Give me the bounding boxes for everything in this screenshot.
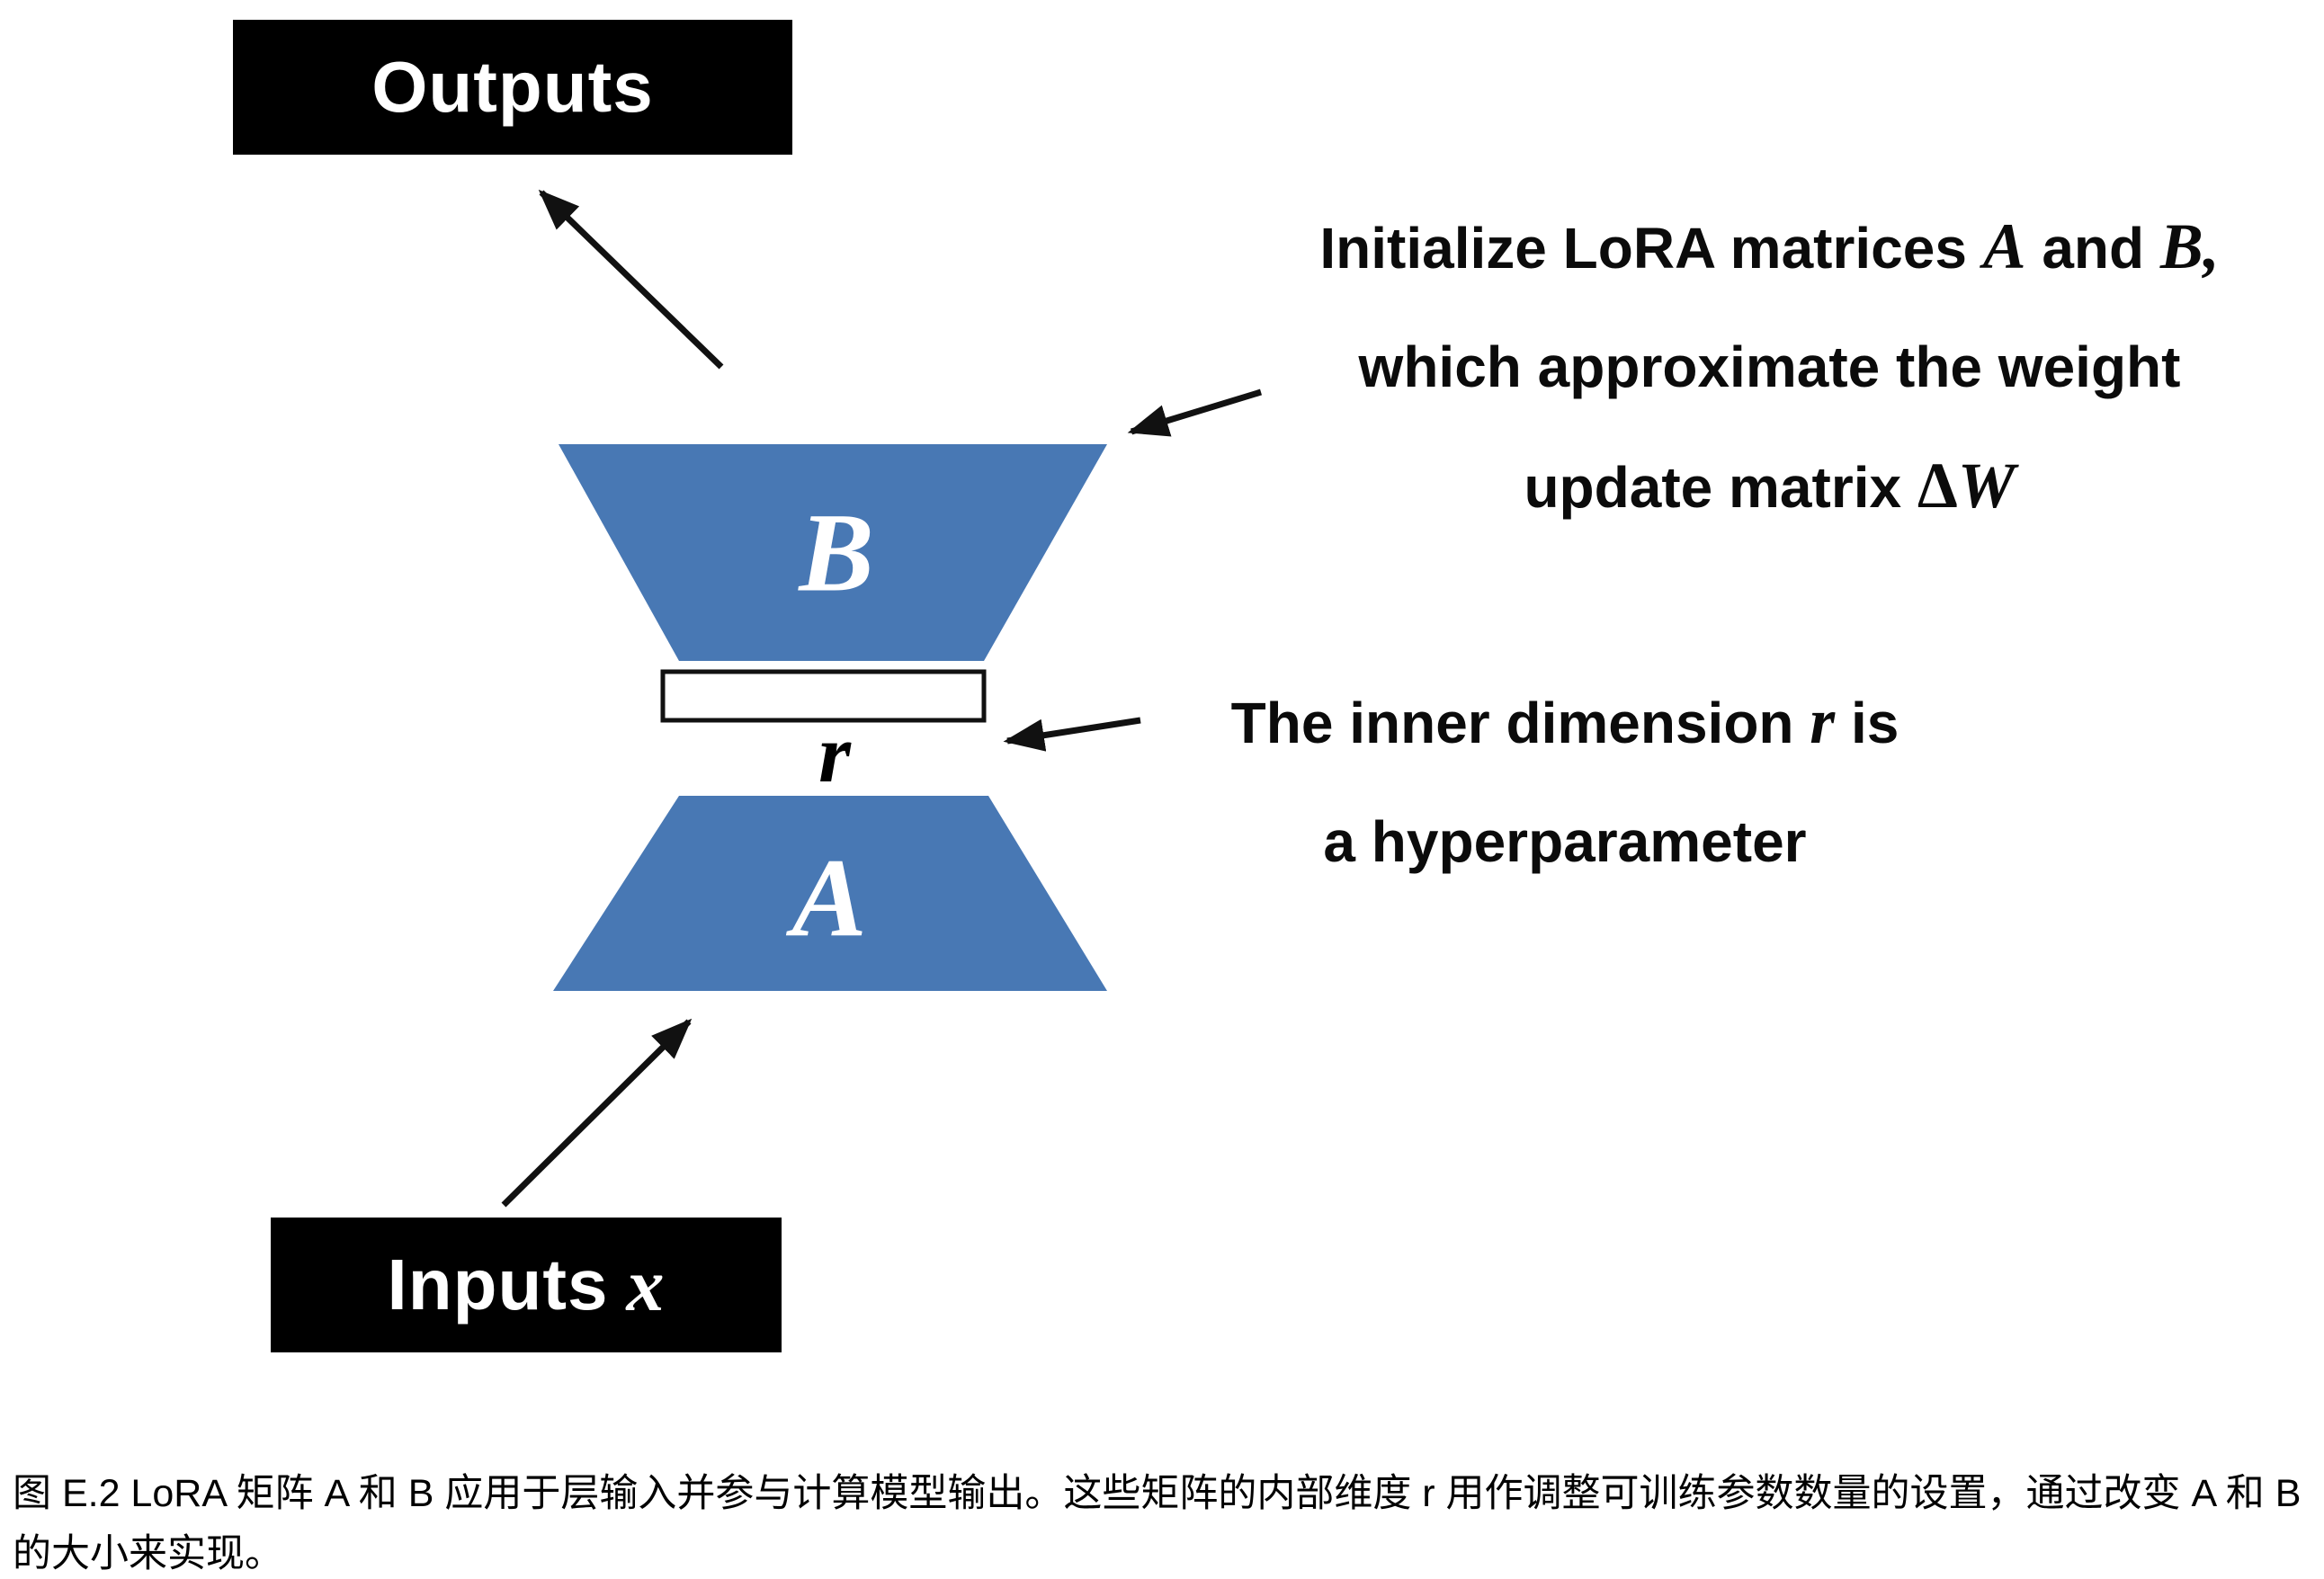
annotation-text: is — [1835, 691, 1899, 755]
arrow-init-annotation — [1127, 388, 1263, 437]
inputs-label: Inputs — [387, 1244, 609, 1325]
annotation-text: which approximate the weight — [1358, 335, 2181, 399]
matrix-a-trapezoid — [553, 796, 1107, 991]
annotation-init-line-2: which approximate the weight — [1232, 308, 2307, 426]
annotation-init-line-1: Initialize LoRA matrices A and B, — [1232, 187, 2307, 308]
annotation-inner-line-1: The inner dimension r is — [1151, 662, 1979, 782]
annotation-init-lora: Initialize LoRA matrices A and B, which … — [1232, 187, 2307, 547]
delta-symbol: Δ — [1917, 450, 1958, 522]
matrix-b-label: B — [799, 491, 874, 616]
annotation-text: a hyperparameter — [1323, 809, 1807, 874]
outputs-box: Outputs — [233, 20, 792, 155]
matrix-a-symbol: A — [1982, 210, 2026, 282]
weight-w-symbol: W — [1957, 450, 2016, 522]
arrow-from-inputs — [501, 1018, 693, 1208]
matrix-b-symbol: B, — [2159, 210, 2220, 282]
figure-caption: 图 E.2 LoRA 矩阵 A 和 B 应用于层输入并参与计算模型输出。这些矩阵… — [13, 1472, 2302, 1575]
annotation-inner-line-2: a hyperparameter — [1151, 782, 1979, 901]
r-symbol: r — [1810, 685, 1836, 757]
inner-dimension-r-label: r — [818, 708, 851, 799]
annotation-text: The inner dimension — [1230, 691, 1810, 755]
annotation-init-line-3: update matrix ΔW — [1232, 426, 2307, 547]
arrow-inner-dim-annotation — [1003, 717, 1141, 752]
annotation-text: and — [2025, 216, 2160, 281]
annotation-text: update matrix — [1524, 455, 1917, 520]
matrix-b-trapezoid — [559, 444, 1107, 661]
arrow-to-outputs — [538, 189, 724, 370]
inputs-x-symbol: x — [626, 1243, 666, 1327]
outputs-label: Outputs — [371, 47, 654, 127]
annotation-inner-dimension: The inner dimension r is a hyperparamete… — [1151, 662, 1979, 901]
inner-dimension-rect — [660, 669, 987, 723]
matrix-a-label: A — [791, 836, 867, 961]
annotation-text: Initialize LoRA matrices — [1319, 216, 1983, 281]
